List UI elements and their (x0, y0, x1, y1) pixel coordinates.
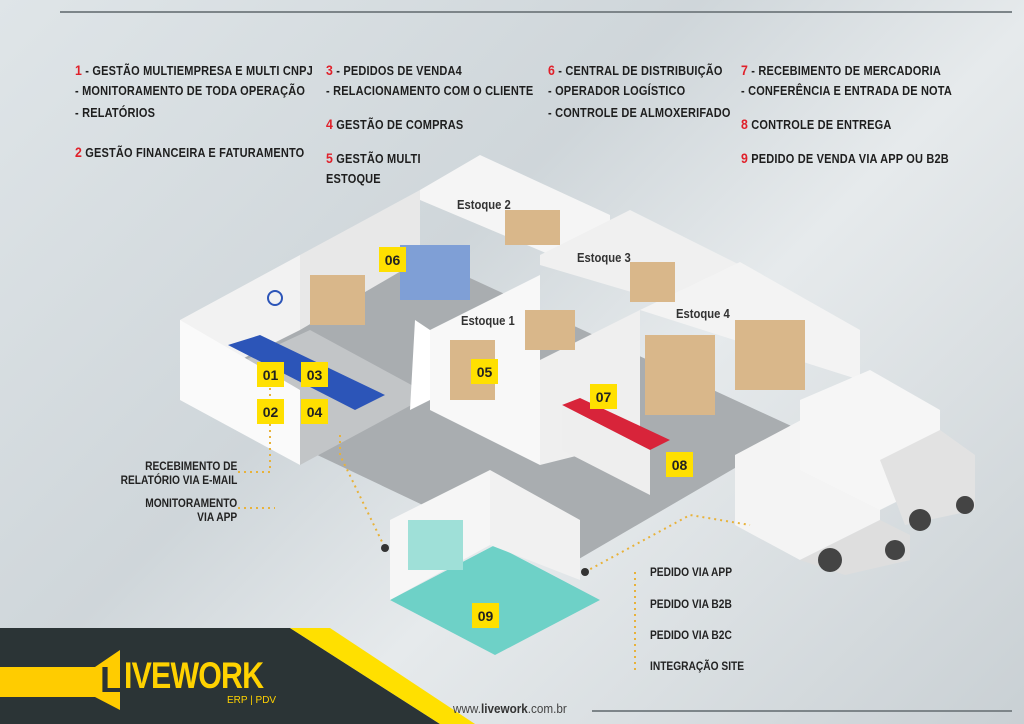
feature-item: 2 GESTÃO FINANCEIRA E FATURAMENTO (75, 144, 305, 160)
badge-02: 02 (257, 399, 284, 424)
label-line: RECEBIMENTO DE (144, 459, 237, 473)
label-pedido-app: PEDIDO VIA APP (650, 565, 732, 579)
brand-subtitle: ERP | PDV (227, 695, 277, 706)
store-wall (490, 470, 580, 580)
truck (800, 370, 975, 531)
label-line: RELATÓRIO VIA E-MAIL (120, 473, 237, 487)
badge-07: 07 (590, 384, 617, 409)
store-floor (390, 545, 600, 655)
shelves (310, 210, 805, 415)
wall (180, 320, 300, 465)
feature-item: 5 GESTÃO MULTI (326, 150, 421, 166)
label-relatorio-email: RECEBIMENTO DE RELATÓRIO VIA E-MAIL (120, 459, 237, 487)
website-link[interactable]: www.livework.com.br (453, 701, 567, 716)
badge-01: 01 (257, 362, 284, 387)
feature-item: - CONFERÊNCIA E ENTRADA DE NOTA (741, 84, 952, 98)
room-label-estoque-3: Estoque 3 (577, 251, 631, 265)
room-label-estoque-4: Estoque 4 (676, 307, 730, 321)
feature-item: - RELACIONAMENTO COM O CLIENTE (326, 84, 534, 98)
clock-icon (267, 290, 283, 306)
connector-dot (381, 544, 389, 552)
badge-08: 08 (666, 452, 693, 477)
feature-item: - CONTROLE DE ALMOXERIFADO (548, 106, 731, 120)
badge-09: 09 (472, 603, 499, 628)
logo-initial: L (100, 659, 122, 700)
feature-item: - RELATÓRIOS (75, 106, 156, 120)
badge-06: 06 (379, 247, 406, 272)
label-pedido-b2b: PEDIDO VIA B2B (650, 597, 732, 611)
brand-logo: IVEWORK (124, 655, 264, 696)
url-part: www. (453, 701, 481, 716)
logo-arrow (0, 650, 120, 710)
room-label-estoque-2: Estoque 2 (457, 198, 511, 212)
feature-item: 7 - RECEBIMENTO DE MERCADORIA (741, 62, 942, 78)
url-part: livework (480, 701, 528, 716)
url-part: .com.br (527, 701, 567, 716)
badge-04: 04 (301, 399, 328, 424)
connectors (238, 360, 751, 672)
connector-dot (581, 568, 589, 576)
wall (300, 320, 430, 465)
blue-shelf (400, 245, 470, 300)
feature-item: - OPERADOR LOGÍSTICO (548, 84, 686, 98)
label-integracao-site: INTEGRAÇÃO SITE (650, 659, 745, 673)
badge-03: 03 (301, 362, 328, 387)
feature-item: 3 - PEDIDOS DE VENDA4 (326, 62, 462, 78)
room-label-estoque-1: Estoque 1 (461, 314, 515, 328)
receiving-desk (562, 398, 670, 450)
feature-item: 4 GESTÃO DE COMPRAS (326, 116, 464, 132)
label-line: VIA APP (196, 510, 237, 524)
store-window (408, 520, 463, 570)
label-line: MONITORAMENTO (145, 496, 237, 510)
label-pedido-b2c: PEDIDO VIA B2C (650, 628, 732, 642)
footer-stripe (290, 628, 475, 724)
label-monitoramento-app: MONITORAMENTO VIA APP (145, 496, 237, 524)
feature-item: 8 CONTROLE DE ENTREGA (741, 116, 892, 132)
feature-item: 6 - CENTRAL DE DISTRIBUIÇÃO (548, 62, 723, 78)
feature-item: 1 - GESTÃO MULTIEMPRESA E MULTI CNPJ (75, 62, 313, 78)
feature-item: - MONITORAMENTO DE TODA OPERAÇÃO (75, 84, 306, 98)
badge-05: 05 (471, 359, 498, 384)
feature-item: 9 PEDIDO DE VENDA VIA APP OU B2B (741, 150, 949, 166)
feature-item: ESTOQUE (326, 172, 381, 186)
